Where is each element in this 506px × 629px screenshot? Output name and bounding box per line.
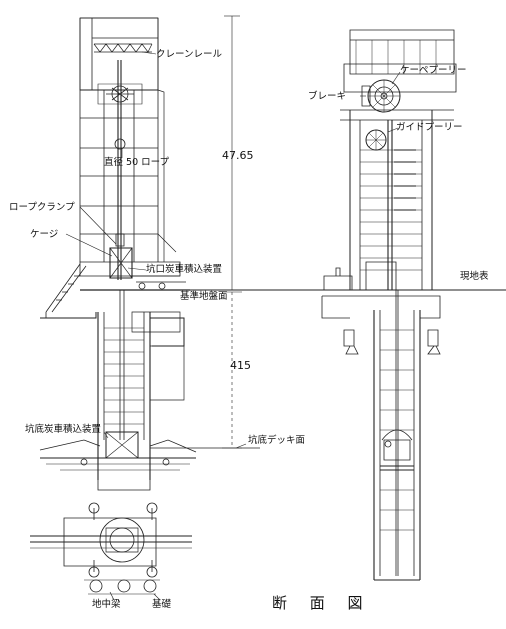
foundation-label: 基礎 <box>152 599 172 610</box>
right-tower <box>322 30 456 580</box>
left-tower <box>40 18 196 490</box>
rope-diameter-label: 直径 50 ロープ <box>104 157 170 168</box>
ground-surface-label: 現地表 <box>460 271 489 282</box>
ground-beam-label: 地中梁 <box>92 599 121 610</box>
leader-lines <box>66 52 400 600</box>
foundation-plan <box>30 503 192 594</box>
dimension-lines <box>150 16 300 448</box>
pithead-loader-label: 坑口炭車積込装置 <box>146 264 223 275</box>
rope-clamp-label: ロープクランプ <box>9 202 75 213</box>
brake-label: ブレーキ <box>308 91 347 102</box>
pit-bottom-loader-label: 坑底炭車積込装置 <box>25 424 102 435</box>
crane-rail-label: クレーンレール <box>156 49 223 60</box>
guide-pulley-label: ガイドプーリー <box>396 122 463 133</box>
keepe-pulley-label: ケーペプーリー <box>400 65 467 76</box>
tower-height-dimension: 47.65 <box>222 149 254 162</box>
figure-caption: 断 面 図 <box>272 594 372 612</box>
shaft-depth-dimension: 415 <box>230 359 251 372</box>
base-ground-level-label: 基準地盤面 <box>180 291 228 302</box>
pit-bottom-deck-label: 坑底デッキ面 <box>248 435 306 446</box>
cage-label: ケージ <box>30 229 59 240</box>
